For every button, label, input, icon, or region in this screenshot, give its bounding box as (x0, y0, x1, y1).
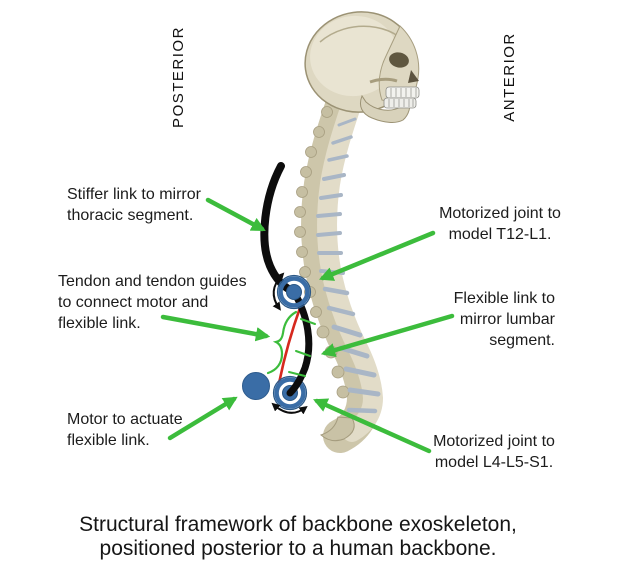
arrow-joint-l4 (313, 398, 432, 454)
rotation-arrow-lower (271, 402, 308, 415)
arrow-flexible-link (320, 313, 455, 358)
guide-tick (288, 371, 306, 377)
motorized-joint-t12-l1 (276, 274, 312, 310)
arrow-motor (167, 396, 238, 441)
teeth (383, 86, 420, 109)
eye-socket (389, 52, 409, 68)
motorized-joint-t12-label: Motorized joint to model T12-L1. (439, 205, 561, 243)
flexible-link (286, 288, 313, 397)
posterior-label: POSTERIOR (170, 26, 187, 128)
nasal-aperture (408, 70, 419, 83)
motor (242, 372, 270, 400)
tendon-guides-label: Tendon and tendon guides to connect moto… (58, 273, 247, 332)
sacrum (320, 416, 355, 442)
zygomatic-arch (369, 77, 398, 84)
guide-tick (295, 350, 311, 357)
tendon-guides (266, 310, 316, 377)
arrow-tendon (160, 314, 271, 342)
flexible-link-label: Flexible link to mirror lumbar segment. (453, 290, 555, 349)
stiffer-link-label: Stiffer link to mirror thoracic segment. (67, 186, 201, 224)
guide-tick (300, 318, 316, 325)
joint-rotation-arrows (271, 272, 308, 415)
motorized-joint-l4-label: Motorized joint to model L4-L5-S1. (433, 433, 555, 471)
human-spine (294, 77, 384, 453)
arrow-stiffer-link (205, 197, 266, 232)
mandible (359, 94, 411, 123)
arrow-joint-t12 (319, 230, 436, 281)
annotation-arrows (160, 197, 455, 454)
tendon-guides-brace (266, 310, 298, 375)
cranium-highlight (310, 15, 398, 97)
anterior-label: ANTERIOR (501, 32, 518, 122)
figure-caption: Structural framework of backbone exoskel… (79, 513, 517, 560)
rotation-arrow-upper (272, 272, 285, 311)
human-skull (304, 11, 420, 123)
motor-label: Motor to actuate flexible link. (67, 411, 183, 449)
